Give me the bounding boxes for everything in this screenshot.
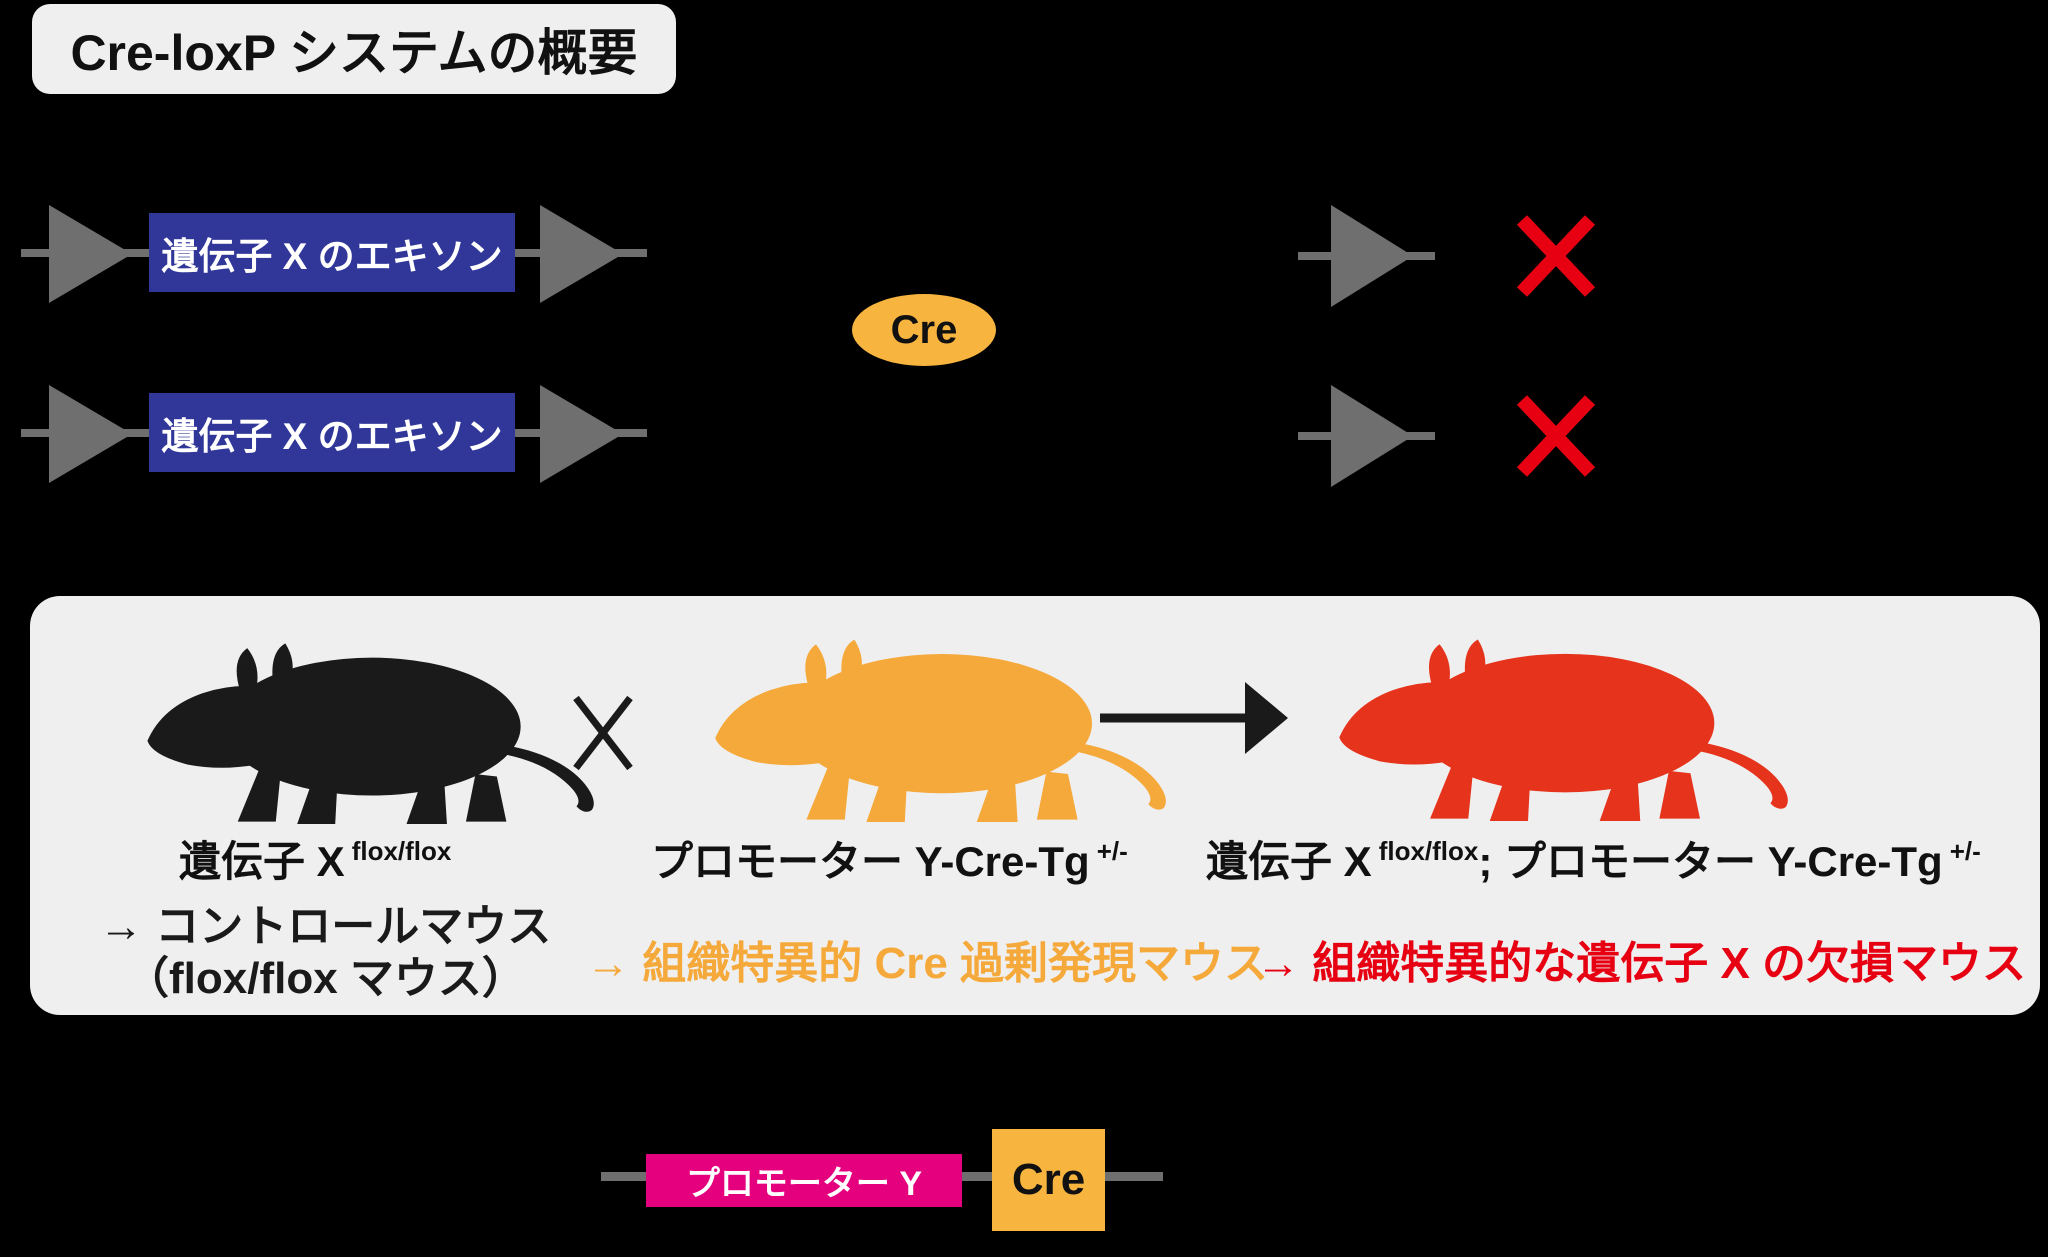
exon-box: 遺伝子 X のエキソン [149, 393, 515, 472]
genotype-main: プロモーター Y-Cre-Tg [651, 838, 1090, 885]
cre-gene-box: Cre [992, 1129, 1105, 1231]
genotype-superscript: +/- [1096, 836, 1128, 866]
note-knockout-mouse: → 組織特異的な遺伝子 X の欠損マウス [1256, 939, 2027, 988]
loxp-triangle-icon [1331, 205, 1413, 307]
cre-recombinase-badge: Cre [852, 294, 996, 366]
note-cre-mouse: → 組織特異的 Cre 過剰発現マウス [586, 939, 1269, 988]
genotype-superscript: flox/flox [351, 836, 452, 866]
loxp-triangle-icon [49, 205, 132, 303]
genotype-main: プロモーター Y-Cre-Tg [1504, 838, 1943, 885]
promoter-y-box: プロモーター Y [646, 1154, 962, 1207]
knockout-mouse-icon [1332, 618, 1810, 827]
loxp-triangle-icon [540, 205, 623, 303]
control-mouse-icon [140, 622, 616, 830]
note-line: （flox/flox マウス） [125, 954, 526, 1003]
genotype-separator: ; [1478, 838, 1505, 885]
page-title: Cre-loxP システムの概要 [32, 4, 676, 94]
note-line: → コントロールマウス [99, 902, 552, 951]
arrow-right-icon [1100, 682, 1288, 754]
no-expression-cross-icon [1516, 215, 1596, 297]
genotype-main: 遺伝子 X [1206, 838, 1372, 885]
note-control-mouse: → コントロールマウス （flox/flox マウス） [99, 901, 551, 1005]
no-expression-cross-icon [1516, 395, 1596, 477]
cross-breeding-icon [573, 695, 633, 771]
genotype-label-cre-tg: プロモーター Y-Cre-Tg+/- [651, 828, 1128, 889]
loxp-triangle-icon [1331, 385, 1413, 487]
loxp-triangle-icon [540, 385, 623, 483]
genotype-superscript: flox/flox [1378, 836, 1479, 866]
genotype-superscript: +/- [1949, 836, 1981, 866]
loxp-triangle-icon [49, 385, 132, 483]
exon-box: 遺伝子 X のエキソン [149, 213, 515, 292]
genotype-main: 遺伝子 X [179, 838, 345, 885]
